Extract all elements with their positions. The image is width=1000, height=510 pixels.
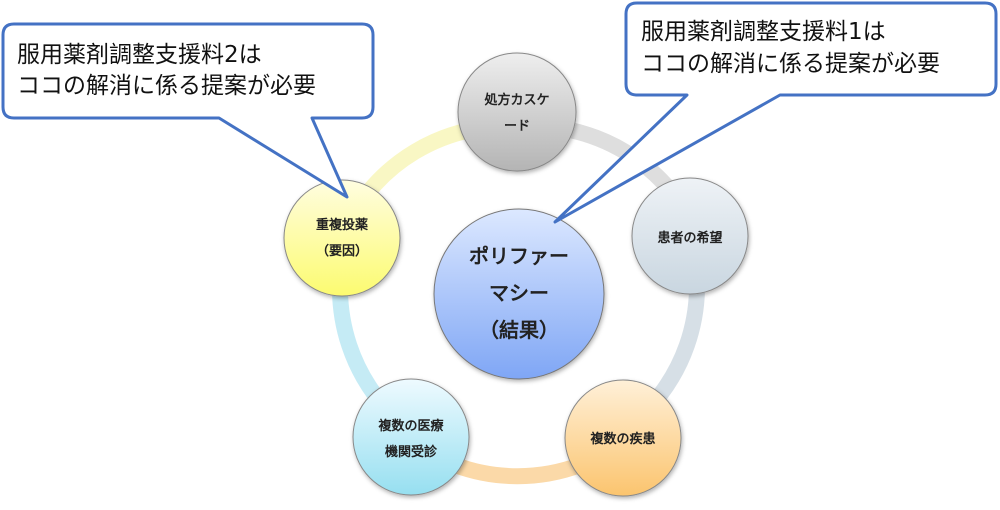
node-polypharmacy-center: ポリファー マシー （結果） — [433, 208, 605, 380]
center-label: マシー — [489, 281, 549, 305]
node-label: 機関受診 — [385, 444, 438, 460]
node-label: 重複投薬 — [316, 217, 369, 233]
callout-text: ココの解消に係る提案が必要 — [641, 51, 940, 77]
node-label: 処方カスケ — [483, 92, 549, 108]
node-label: （要因） — [316, 243, 368, 259]
node-multiple-institutions: 複数の医療 機関受診 — [352, 378, 470, 496]
node-label: ード — [504, 119, 530, 134]
callout-text: 服用薬剤調整支援料2は — [17, 42, 262, 68]
node-patient-wishes: 患者の希望 — [631, 177, 749, 295]
callout-right: 服用薬剤調整支援料1は ココの解消に係る提案が必要 — [553, 1, 998, 224]
center-label: （結果） — [479, 318, 559, 342]
node-label: 複数の医療 — [377, 418, 444, 434]
cycle-ring — [332, 122, 705, 485]
callout-left: 服用薬剤調整支援料2は ココの解消に係る提案が必要 — [1, 22, 375, 199]
node-multiple-diseases: 複数の疾患 — [564, 379, 682, 497]
node-label: 複数の疾患 — [589, 431, 655, 447]
callout-text: 服用薬剤調整支援料1は — [641, 19, 886, 45]
node-duplicate-medication: 重複投薬 （要因） — [283, 179, 401, 297]
node-label: 患者の希望 — [657, 230, 722, 246]
callout-text: ココの解消に係る提案が必要 — [17, 73, 316, 99]
node-prescribing-cascade: 処方カスケ ード — [457, 52, 577, 172]
center-label: ポリファー — [469, 244, 569, 268]
